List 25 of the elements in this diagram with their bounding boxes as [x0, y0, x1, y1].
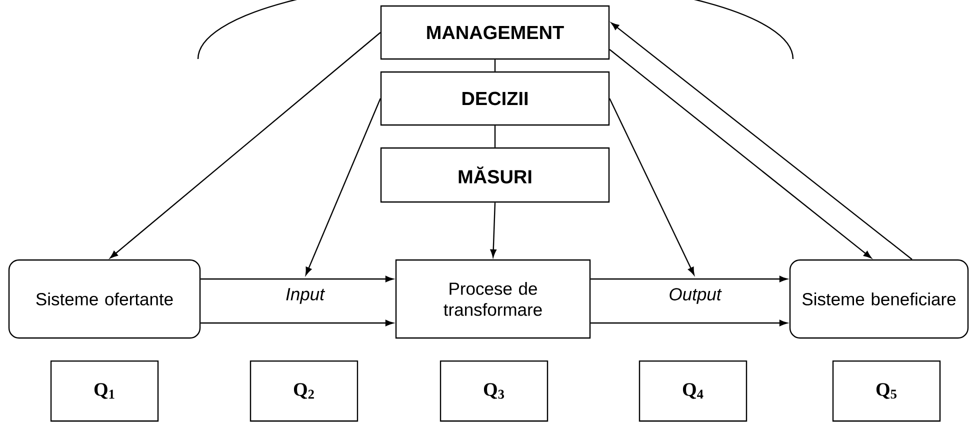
quality-box: Q$_{2}$ [250, 360, 358, 422]
quality-box: Q$_{3}$ [440, 360, 548, 422]
connector-line [494, 60, 496, 72]
arrow [609, 98, 694, 276]
arrow [490, 202, 496, 258]
arrow [590, 320, 788, 326]
arrow [110, 32, 381, 258]
rounded-box: Sisteme ofertante [8, 259, 201, 339]
quality-box: Q$_{4}$ [638, 360, 748, 422]
connector-line [494, 126, 496, 148]
arrow [200, 320, 394, 326]
quality-box: Q$_{5}$ [832, 360, 941, 422]
arrow [590, 276, 788, 282]
flow-label: Output [666, 277, 724, 315]
label-box: DECIZII [380, 71, 610, 126]
rounded-box: Sisteme beneficiare [789, 259, 969, 339]
arrow [611, 22, 912, 260]
label-box: MANAGEMENT [380, 5, 610, 60]
arrow [609, 49, 872, 258]
quality-box: Q$_{1}$ [50, 360, 159, 422]
arrow [305, 98, 381, 276]
flow-label: Input [284, 277, 326, 315]
arrow [200, 276, 394, 282]
label-box: MĂSURI [380, 147, 610, 203]
process-box: Procese de transformare [395, 259, 591, 339]
